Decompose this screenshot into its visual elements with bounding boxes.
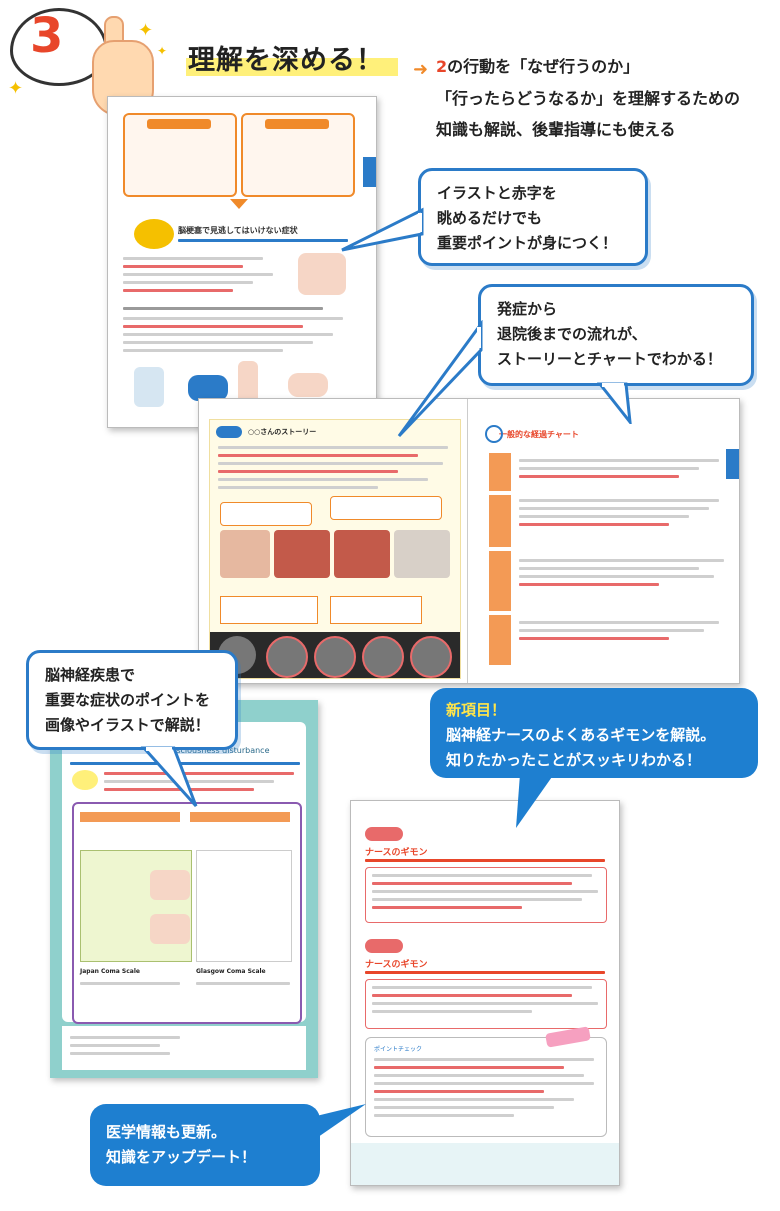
callout-illustration: イラストと赤字を 眺めるだけでも 重要ポイントが身につく！ <box>418 168 648 266</box>
page-tab <box>363 157 376 187</box>
callout-tail <box>308 1104 366 1144</box>
step-speech-bubble <box>10 8 108 86</box>
timeline-stripe <box>489 453 511 491</box>
description-line-1: 2の行動を「なぜ行うのか」 <box>436 57 640 76</box>
answer-box <box>365 867 607 923</box>
scale-table-box <box>72 802 302 1024</box>
callout-story: 発症から 退院後までの流れが、 ストーリーとチャートでわかる！ <box>478 284 754 386</box>
badge-icon <box>134 219 174 249</box>
callout-update: 医学情報も更新。 知識をアップデート！ <box>90 1104 320 1186</box>
surgery-photo <box>334 530 390 578</box>
sparkle-icon: ✦ <box>157 44 168 58</box>
gcs-table <box>196 850 292 962</box>
description-line-3: 知識も解説、後輩指導にも使える <box>436 120 676 139</box>
illustration <box>238 361 258 405</box>
sparkle-icon: ✦ <box>8 78 24 99</box>
jcs-table <box>80 850 192 962</box>
page-tab <box>726 449 739 479</box>
surgery-photo <box>274 530 330 578</box>
info-box <box>123 113 237 197</box>
timeline-stripe <box>489 615 511 665</box>
book-page-infarction: 脳梗塞で見逃してはいけない症状 <box>107 96 377 428</box>
section-title: 理解を深める！ <box>188 45 384 76</box>
description-line-2: 「行ったらどうなるか」を理解するための <box>436 89 741 108</box>
callout-tail <box>516 774 554 828</box>
callout-symptoms: 脳神経疾患で 重要な症状のポイントを 画像やイラストで解説！ <box>26 650 238 750</box>
story-panel: ○○さんのストーリー <box>209 419 461 679</box>
patient-photo <box>220 530 270 578</box>
arrow-icon: ➜ <box>413 59 429 80</box>
question-heading: ナースのギモン <box>365 960 428 970</box>
answer-box <box>365 979 607 1029</box>
patient-illustration <box>298 253 346 295</box>
timeline-stripe <box>489 495 511 547</box>
sparkle-icon: ✦ <box>138 20 154 41</box>
new-item-tag: 新項目！ <box>446 701 507 719</box>
illustration <box>134 367 164 407</box>
callout-tail <box>397 320 483 438</box>
page-heading: consciousness disturbance <box>162 746 270 755</box>
step-number: 3 <box>30 8 64 64</box>
info-box <box>241 113 355 197</box>
caption-jcs: Japan Coma Scale <box>80 968 140 975</box>
point-check-box: ポイントチェック <box>365 1026 607 1137</box>
callout-tail <box>140 746 198 808</box>
timeline-stripe <box>489 551 511 611</box>
callout-tail <box>341 207 424 252</box>
callout-tail <box>596 382 632 424</box>
callout-new-item: 新項目！ 脳神経ナースのよくあるギモンを解説。 知りたかったことがスッキリわかる… <box>430 688 758 778</box>
chart-heading: 一般的な経過チャート <box>499 430 579 439</box>
illustration <box>288 373 328 397</box>
story-heading: ○○さんのストーリー <box>248 428 317 436</box>
illustration <box>188 375 228 401</box>
page-heading: 脳梗塞で見逃してはいけない症状 <box>178 226 298 235</box>
caption-gcs: Glasgow Coma Scale <box>196 968 266 975</box>
book-page-consciousness: consciousness disturbance Japan Coma Sca… <box>50 700 318 1078</box>
surgery-photo <box>394 530 450 578</box>
book-page-nurse-questions: ナースのギモン ナースのギモン ポイントチェック <box>350 800 620 1186</box>
point-check-label: ポイントチェック <box>374 1046 423 1053</box>
title-highlight <box>186 58 398 76</box>
question-heading: ナースのギモン <box>365 848 428 858</box>
book-spread-story: ○○さんのストーリー 一般的な経過チャート <box>198 398 740 684</box>
description-number: 2 <box>436 57 448 76</box>
